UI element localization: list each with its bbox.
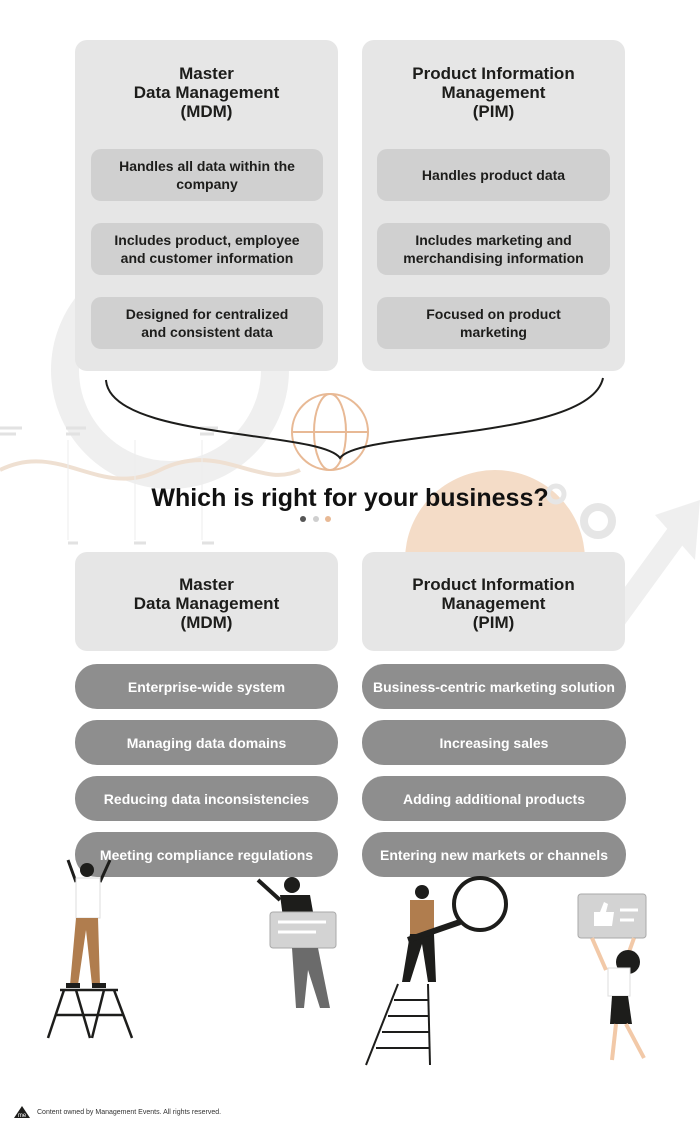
mdm-comparison-card: Master Data Management (MDM) Handles all…	[75, 40, 338, 371]
pim-feature: Focused on product marketing	[377, 297, 610, 349]
pim-feature: Handles product data	[377, 149, 610, 201]
person-with-board-icon	[256, 877, 337, 1008]
mdm-use-case: Meeting compliance regulations	[75, 832, 338, 877]
mdm-feature: Designed for centralized and consistent …	[91, 297, 323, 349]
pim-decision-card: Product Information Management (PIM)	[362, 552, 625, 651]
question-heading: Which is right for your business?	[151, 484, 549, 512]
people-illustration	[46, 859, 647, 1066]
gear-icon	[545, 483, 616, 539]
mdm-decision-card: Master Data Management (MDM)	[75, 552, 338, 651]
mdm-decision-title: Master Data Management (MDM)	[133, 575, 280, 632]
pim-use-case: Increasing sales	[362, 720, 626, 765]
pim-use-case: Adding additional products	[362, 776, 626, 821]
svg-text:me: me	[18, 1113, 27, 1119]
ladder-icon	[365, 983, 431, 1066]
mdm-use-case: Reducing data inconsistencies	[75, 776, 338, 821]
mdm-card-title: Master Data Management (MDM)	[133, 64, 280, 121]
brace-connector	[105, 377, 604, 460]
person-with-thumbs-up-board-icon	[577, 893, 647, 1061]
stool-icon	[46, 988, 134, 1039]
thumbs-up-icon	[594, 902, 614, 926]
person-with-magnifier-icon	[402, 876, 508, 982]
management-events-logo: me	[14, 1106, 30, 1119]
pim-feature: Includes marketing and merchandising inf…	[377, 223, 610, 275]
pim-comparison-card: Product Information Management (PIM) Han…	[362, 40, 625, 371]
person-reaching-icon	[66, 859, 112, 988]
globe-icon	[291, 393, 369, 471]
mdm-feature: Includes product, employee and customer …	[91, 223, 323, 275]
pim-decision-title: Product Information Management (PIM)	[412, 575, 575, 632]
pim-use-case: Business-centric marketing solution	[362, 664, 626, 709]
pim-card-title: Product Information Management (PIM)	[412, 64, 575, 121]
mdm-use-case: Enterprise-wide system	[75, 664, 338, 709]
mdm-feature: Handles all data within the company	[91, 149, 323, 201]
pim-use-case: Entering new markets or channels	[362, 832, 626, 877]
mdm-use-case: Managing data domains	[75, 720, 338, 765]
copyright-footer: Content owned by Management Events. All …	[37, 1109, 222, 1116]
